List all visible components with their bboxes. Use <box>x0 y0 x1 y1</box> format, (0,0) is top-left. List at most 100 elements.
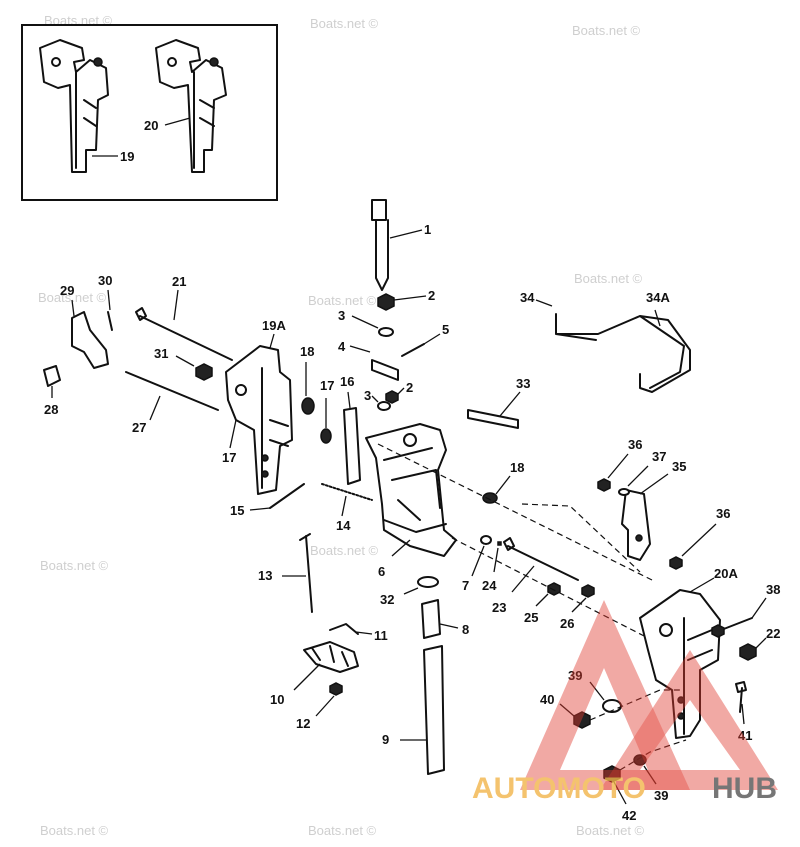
callout-28: 28 <box>44 402 58 417</box>
callout-26: 26 <box>560 616 574 631</box>
nut-42 <box>603 765 621 783</box>
watermark: Boats.net © <box>40 823 109 838</box>
tube-34A <box>555 309 691 393</box>
callout-9: 9 <box>382 732 389 747</box>
shaft-23 <box>503 537 579 581</box>
fitting-25 <box>547 582 561 596</box>
watermarks: Boats.net © Boats.net © Boats.net © Boat… <box>38 13 645 838</box>
callout-27: 27 <box>132 420 146 435</box>
brand-name-part2: HUB <box>712 772 777 805</box>
callout-18b: 18 <box>510 460 524 475</box>
callout-42: 42 <box>622 808 636 823</box>
bracket-20A <box>639 589 721 739</box>
callout-30: 30 <box>98 273 112 288</box>
callout-36b: 36 <box>716 506 730 521</box>
nut-2 <box>377 293 395 311</box>
washer-3 <box>378 327 394 337</box>
nut-22 <box>739 643 757 661</box>
clip-11 <box>329 623 359 635</box>
ball-24 <box>497 541 502 546</box>
tilt-lever-1 <box>371 199 423 291</box>
callout-7: 7 <box>462 578 469 593</box>
plate-35 <box>621 489 651 561</box>
callout-38: 38 <box>766 582 780 597</box>
callout-3b: 3 <box>364 388 371 403</box>
callout-37: 37 <box>652 449 666 464</box>
callout-29: 29 <box>60 283 74 298</box>
watermark: Boats.net © <box>308 293 377 308</box>
watermark: Boats.net © <box>574 271 643 286</box>
brand-logo: AUTOMOTO HUB <box>472 600 778 805</box>
callout-2b: 2 <box>406 380 413 395</box>
callout-18a: 18 <box>300 344 314 359</box>
washer-39 <box>602 699 622 713</box>
callout-12: 12 <box>296 716 310 731</box>
screw-36-lower <box>669 556 683 570</box>
nut-12 <box>329 682 343 696</box>
nut-2-lower <box>385 390 399 404</box>
callout-10: 10 <box>270 692 284 707</box>
callout-2a: 2 <box>428 288 435 303</box>
callout-17b: 17 <box>320 378 334 393</box>
pin-5 <box>401 343 425 357</box>
bushing-8 <box>421 599 441 639</box>
callout-21: 21 <box>172 274 186 289</box>
callout-22: 22 <box>766 626 780 641</box>
bracket-20 <box>155 39 227 173</box>
callout-8: 8 <box>462 622 469 637</box>
watermark: Boats.net © <box>310 543 379 558</box>
tube-9 <box>423 645 445 775</box>
watermark: Boats.net © <box>40 558 109 573</box>
watermark: Boats.net © <box>38 290 107 305</box>
watermark: Boats.net © <box>310 16 379 31</box>
callout-6: 6 <box>378 564 385 579</box>
inset-panel: 19 20 <box>21 24 278 201</box>
plate-33 <box>467 409 519 429</box>
watermark: Boats.net © <box>308 823 377 838</box>
callout-20: 20 <box>144 118 158 133</box>
swivel-bracket-6 <box>365 423 457 557</box>
washer-32 <box>417 576 439 588</box>
callout-16: 16 <box>340 374 354 389</box>
callout-14: 14 <box>336 518 351 533</box>
screw-36 <box>597 478 611 492</box>
nut-31 <box>195 363 213 381</box>
bolt-21 <box>135 307 233 361</box>
callout-15: 15 <box>230 503 244 518</box>
bushing-17 <box>320 428 332 444</box>
callout-32: 32 <box>380 592 394 607</box>
callout-34: 34 <box>520 290 535 305</box>
washer-3-lower <box>377 401 391 411</box>
callout-36a: 36 <box>628 437 642 452</box>
bolt-41 <box>735 681 747 713</box>
washer-7 <box>480 535 492 545</box>
callout-3a: 3 <box>338 308 345 323</box>
callout-19: 19 <box>120 149 134 164</box>
spring-15 <box>269 483 305 509</box>
spring-14 <box>321 483 373 501</box>
rod-13 <box>299 533 313 613</box>
callout-4: 4 <box>338 339 346 354</box>
callout-33: 33 <box>516 376 530 391</box>
callout-35: 35 <box>672 459 686 474</box>
rod-27 <box>125 371 219 411</box>
watermark: Boats.net © <box>576 823 645 838</box>
callout-19A: 19A <box>262 318 286 333</box>
lever-29 <box>71 311 109 369</box>
bracket-19 <box>39 39 109 173</box>
washer-18 <box>301 397 315 415</box>
callout-40: 40 <box>540 692 554 707</box>
callout-31: 31 <box>154 346 168 361</box>
callout-5: 5 <box>442 322 449 337</box>
callout-20A: 20A <box>714 566 738 581</box>
callout-17a: 17 <box>222 450 236 465</box>
link-16 <box>343 407 361 485</box>
callout-23: 23 <box>492 600 506 615</box>
washer-18-right <box>482 492 498 504</box>
washer-39-lower <box>633 754 647 766</box>
callout-39b: 39 <box>654 788 668 803</box>
nut-40 <box>573 711 591 729</box>
assembly-line <box>377 443 653 641</box>
knob-28 <box>43 365 61 387</box>
